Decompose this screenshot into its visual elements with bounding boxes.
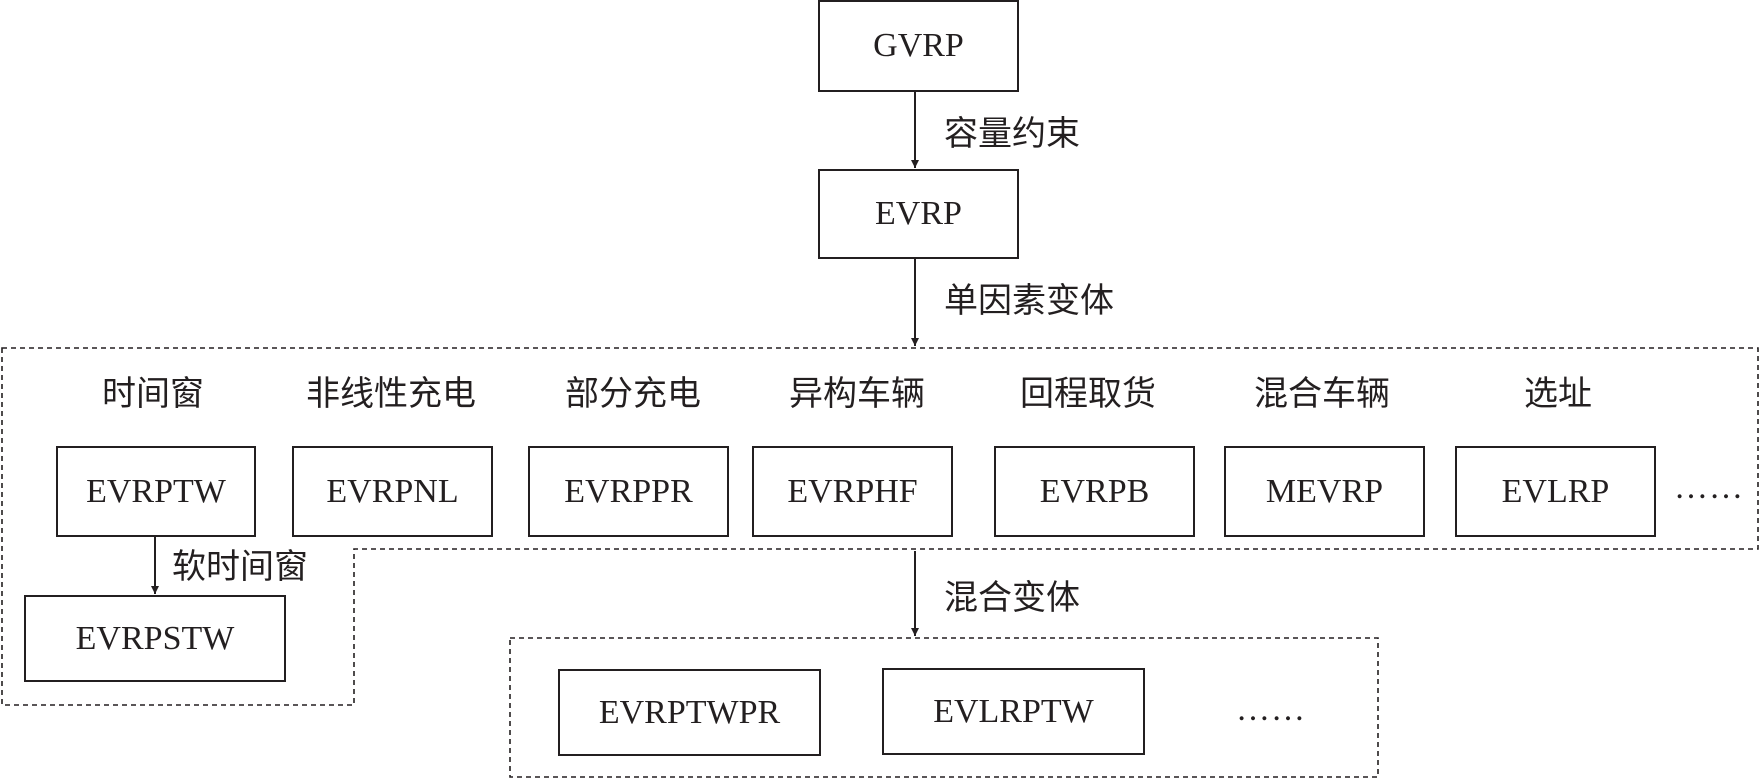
node-evrptw: EVRPTW <box>56 446 256 537</box>
edge-label-capacity: 容量约束 <box>944 114 1080 154</box>
edge-label-soft-time-window: 软时间窗 <box>172 547 308 587</box>
variants-ellipsis: …… <box>1674 469 1744 506</box>
node-gvrp: GVRP <box>818 0 1019 92</box>
node-evrppr: EVRPPR <box>528 446 729 537</box>
category-backhaul: 回程取货 <box>1020 374 1156 414</box>
mixed-variants-ellipsis: …… <box>1236 691 1306 728</box>
node-evrphf: EVRPHF <box>752 446 953 537</box>
category-heterogeneous-fleet: 异构车辆 <box>789 374 925 414</box>
category-nonlinear-charging: 非线性充电 <box>306 374 476 414</box>
node-evrpstw: EVRPSTW <box>24 595 286 682</box>
node-evrp: EVRP <box>818 169 1019 259</box>
node-evrptwpr: EVRPTWPR <box>558 669 821 756</box>
category-mixed-fleet: 混合车辆 <box>1254 374 1390 414</box>
node-evlrp: EVLRP <box>1455 446 1656 537</box>
node-evlrptw: EVLRPTW <box>882 668 1145 755</box>
category-partial-charging: 部分充电 <box>565 374 701 414</box>
node-mevrp: MEVRP <box>1224 446 1425 537</box>
category-time-window: 时间窗 <box>102 374 204 414</box>
node-evrpb: EVRPB <box>994 446 1195 537</box>
category-location: 选址 <box>1524 374 1592 414</box>
single-factor-group-border <box>1 347 1759 706</box>
node-evrpnl: EVRPNL <box>292 446 493 537</box>
mixed-variant-group-border <box>509 637 1379 778</box>
edge-label-mixed-variant: 混合变体 <box>944 578 1080 618</box>
edge-label-single-factor: 单因素变体 <box>944 281 1114 321</box>
